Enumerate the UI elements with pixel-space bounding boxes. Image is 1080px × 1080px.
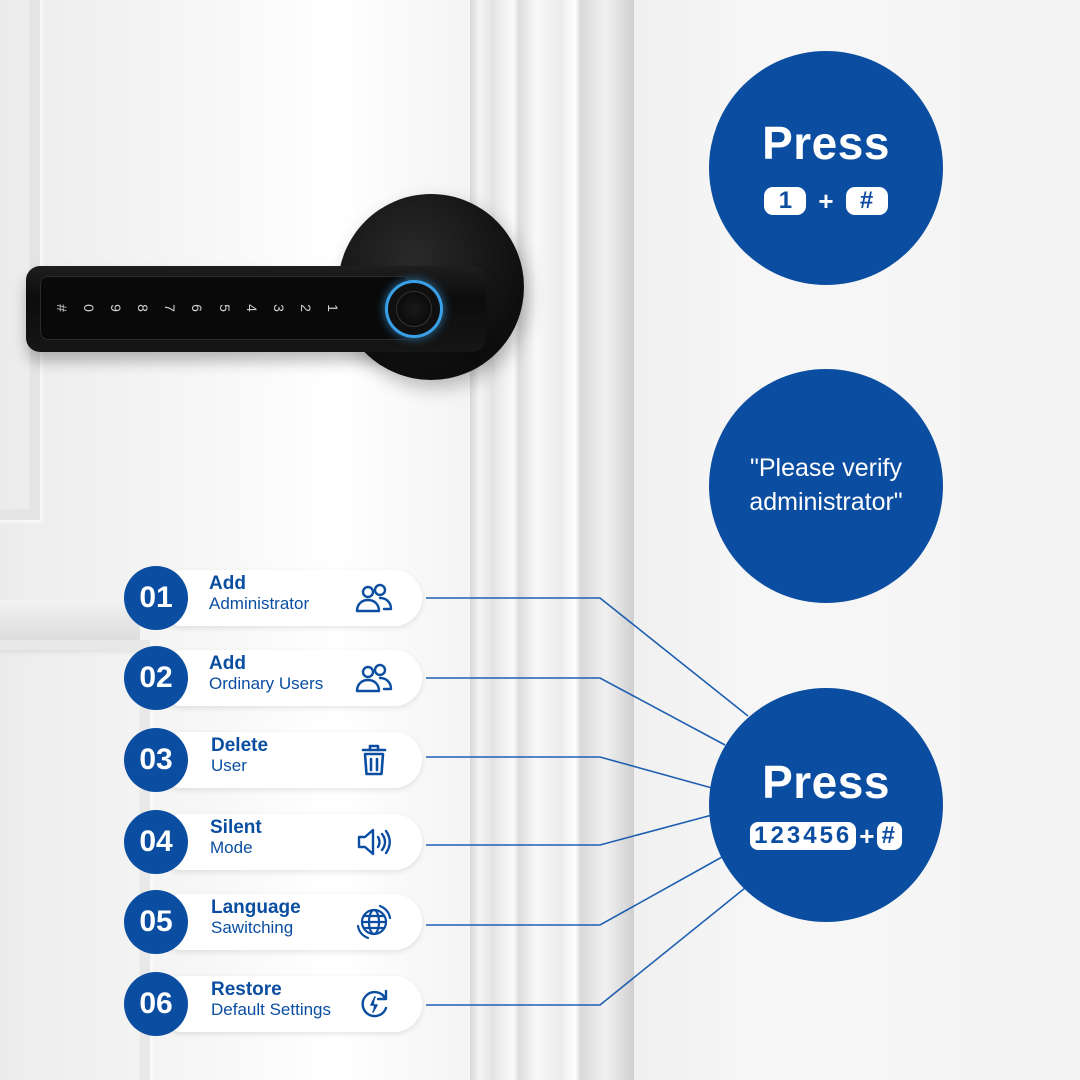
menu-label: Silent Mode: [210, 818, 262, 857]
menu-number: 05: [124, 890, 188, 954]
door-panel-upper: [0, 0, 40, 520]
menu-number: 04: [124, 810, 188, 874]
fingerprint-sensor-pad: [396, 291, 432, 327]
menu-label: Add Administrator: [209, 574, 309, 613]
step-verify-admin: "Please verify administrator": [709, 369, 943, 603]
menu-number: 02: [124, 646, 188, 710]
users-icon: [355, 583, 393, 613]
step-press-number-hash: Press 123456 + #: [709, 688, 943, 922]
globe-icon: [356, 904, 392, 940]
menu-label: Language Sawitching: [211, 898, 301, 937]
menu-pill: [154, 650, 422, 706]
menu-number: 01: [124, 566, 188, 630]
key-6: 6: [189, 304, 206, 312]
menu-label: Add Ordinary Users: [209, 654, 323, 693]
keycap-digits: 123456: [750, 822, 857, 850]
menu-title: Language: [211, 897, 301, 918]
door-rail: [0, 600, 140, 640]
key-hash: #: [53, 304, 70, 312]
door-frame: [494, 0, 634, 1080]
key-3: 3: [270, 304, 287, 312]
speaker-icon: [357, 828, 391, 856]
step-press-1-hash: Press 1 + #: [709, 51, 943, 285]
menu-subtitle: User: [211, 755, 247, 775]
menu-item-add-ordinary-users: 02 Add Ordinary Users: [124, 646, 424, 710]
menu-item-silent-mode: 04 Silent Mode: [124, 810, 424, 874]
fingerprint-sensor: [388, 283, 440, 335]
menu-number: 03: [124, 728, 188, 792]
menu-title: Restore: [211, 979, 282, 1000]
trash-icon: [361, 744, 387, 776]
menu-item-delete-user: 03 Delete User: [124, 728, 424, 792]
menu-subtitle: Sawitching: [211, 917, 294, 937]
key-2: 2: [297, 304, 314, 312]
press-title: Press: [762, 116, 890, 169]
menu-subtitle: Default Settings: [211, 999, 332, 1019]
plus-sign: +: [818, 185, 834, 216]
keycap-hash: #: [845, 187, 888, 215]
keycap-hash: #: [877, 822, 902, 850]
menu-title: Silent: [210, 817, 262, 838]
key-9: 9: [107, 304, 124, 312]
key-1: 1: [325, 304, 342, 312]
restore-icon: [361, 989, 388, 1018]
menu-label: Delete User: [211, 736, 268, 775]
menu-pill: [154, 814, 422, 870]
key-7: 7: [162, 304, 179, 312]
menu-title: Add: [209, 653, 246, 674]
lock-lever-handle: # 0 9 8 7 6 5 4 3 2 1: [26, 266, 486, 352]
menu-item-language-switching: 05 Language Sawitching: [124, 890, 424, 954]
menu-subtitle: Mode: [210, 837, 253, 857]
door-edge: [470, 0, 494, 1080]
menu-title: Add: [209, 573, 246, 594]
keypad: # 0 9 8 7 6 5 4 3 2 1: [40, 276, 410, 340]
keycap-1: 1: [764, 187, 807, 215]
menu-number: 06: [124, 972, 188, 1036]
menu-subtitle: Ordinary Users: [209, 673, 324, 693]
menu-title: Delete: [211, 735, 269, 756]
press-title: Press: [762, 755, 890, 808]
menu-pill: [154, 570, 422, 626]
menu-pill: [154, 976, 422, 1032]
key-0: 0: [80, 304, 97, 312]
plus-sign: +: [859, 820, 875, 851]
key-combo: 1 + #: [764, 185, 888, 217]
key-4: 4: [243, 304, 260, 312]
menu-item-restore-default-settings: 06 Restore Default Settings: [124, 972, 424, 1036]
menu-subtitle: Administrator: [209, 593, 310, 613]
key-combo: 123456 + #: [750, 821, 902, 852]
menu-label: Restore Default Settings: [211, 980, 331, 1019]
menu-item-add-administrator: 01 Add Administrator: [124, 566, 424, 630]
verify-prompt: "Please verify administrator": [749, 454, 903, 516]
key-8: 8: [135, 304, 152, 312]
key-5: 5: [216, 304, 233, 312]
users-icon: [355, 663, 393, 693]
